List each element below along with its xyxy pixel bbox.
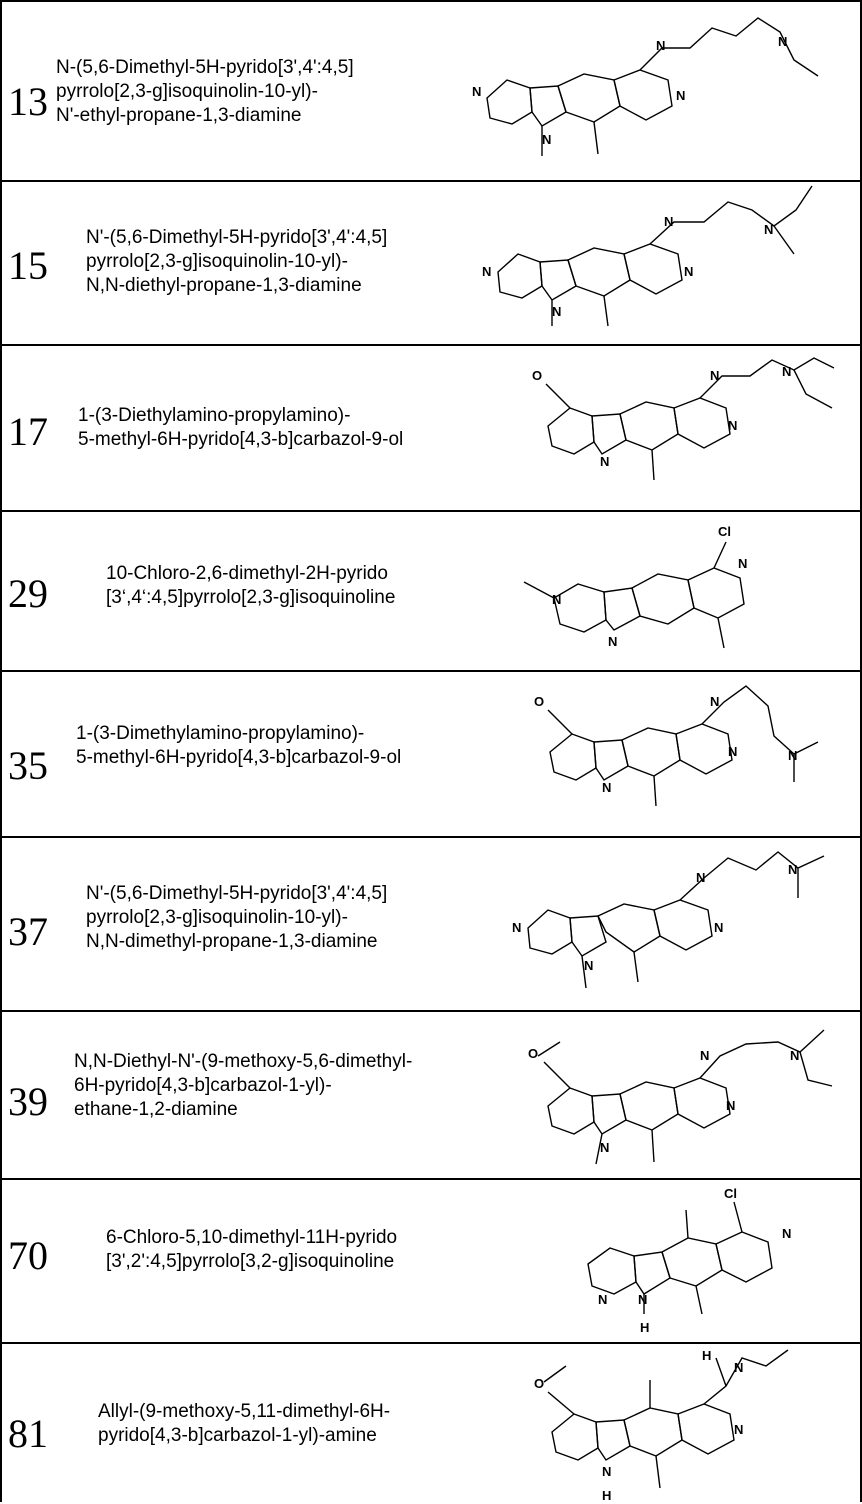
atom-label: N	[542, 132, 551, 147]
atom-label: N	[602, 1464, 611, 1479]
atom-label: N	[714, 920, 723, 935]
compound-number: 39	[8, 1079, 48, 1124]
atom-label: N	[764, 222, 773, 237]
atom-label: H	[602, 1488, 611, 1503]
compound-number: 81	[8, 1411, 48, 1456]
atom-label: N	[710, 368, 719, 383]
atom-label: N	[472, 84, 481, 99]
atom-label: N	[710, 694, 719, 709]
compound-number: 15	[8, 243, 48, 288]
atom-label: N	[700, 1048, 709, 1063]
atom-label: N	[552, 304, 561, 319]
atom-label: N	[782, 364, 791, 379]
atom-label: N	[638, 1292, 647, 1307]
compound-name: N,N-Diethyl-N'-(9-methoxy-5,6-dimethyl- …	[74, 1051, 413, 1120]
atom-label: N	[598, 1292, 607, 1307]
compound-row: 39 N,N-Diethyl-N'-(9-methoxy-5,6-dimethy…	[2, 1010, 860, 1178]
atom-label: O	[534, 1376, 544, 1391]
compound-row: 17 1-(3-Diethylamino-propylamino)- 5-met…	[2, 344, 860, 510]
atom-label: O	[528, 1046, 538, 1061]
atom-label: N	[512, 920, 521, 935]
compound-name: 1-(3-Dimethylamino-propylamino)- 5-methy…	[76, 723, 402, 768]
atom-label: N	[684, 264, 693, 279]
compound-name: 6-Chloro-5,10-dimethyl-11H-pyrido [3',2'…	[106, 1227, 398, 1272]
compound-number: 70	[8, 1233, 48, 1278]
compound-number: 37	[8, 909, 48, 954]
atom-label: N	[728, 744, 737, 759]
structure-diagram: N N N N N	[512, 851, 825, 989]
atom-label: N	[738, 556, 747, 571]
compound-number: 17	[8, 409, 48, 454]
atom-label: N	[676, 88, 685, 103]
atom-label: N	[584, 958, 593, 973]
compound-row: 35 1-(3-Dimethylamino-propylamino)- 5-me…	[2, 670, 860, 836]
structure-diagram: N N N N N	[482, 185, 813, 327]
structure-diagram: O H N N N H	[534, 1348, 789, 1503]
atom-label: N	[788, 862, 797, 877]
compound-name: Allyl-(9-methoxy-5,11-dimethyl-6H- pyrid…	[98, 1401, 391, 1446]
atom-label: N	[734, 1360, 743, 1375]
atom-label: Cl	[724, 1186, 737, 1201]
atom-label: N	[602, 780, 611, 795]
atom-label: N	[656, 38, 665, 53]
compound-name: N'-(5,6-Dimethyl-5H-pyrido[3',4':4,5] py…	[86, 227, 388, 296]
atom-label: N	[552, 592, 561, 607]
structure-diagram: O N N N N	[532, 357, 835, 481]
compound-row: 81 Allyl-(9-methoxy-5,11-dimethyl-6H- py…	[2, 1342, 860, 1503]
atom-label: N	[696, 870, 705, 885]
compound-number: 35	[8, 743, 48, 788]
atom-label: H	[640, 1320, 649, 1335]
atom-label: N	[782, 1226, 791, 1241]
compound-row: 15 N'-(5,6-Dimethyl-5H-pyrido[3',4':4,5]…	[2, 180, 860, 344]
atom-label: N	[728, 418, 737, 433]
compound-row: 13 N-(5,6-Dimethyl-5H-pyrido[3',4':4,5] …	[2, 0, 860, 180]
atom-label: N	[726, 1098, 735, 1113]
atom-label: N	[600, 1140, 609, 1155]
compound-row: 70 6-Chloro-5,10-dimethyl-11H-pyrido [3'…	[2, 1178, 860, 1342]
atom-label: H	[702, 1348, 711, 1363]
compound-name: N'-(5,6-Dimethyl-5H-pyrido[3',4':4,5] py…	[86, 883, 388, 952]
atom-label: O	[532, 368, 542, 383]
atom-label: N	[600, 454, 609, 469]
atom-label: O	[534, 694, 544, 709]
atom-label: N	[788, 748, 797, 763]
atom-label: N	[482, 264, 491, 279]
compound-name: N-(5,6-Dimethyl-5H-pyrido[3',4':4,5] pyr…	[56, 57, 354, 126]
structure-diagram: N N N N N	[472, 17, 819, 156]
atom-label: N	[608, 634, 617, 649]
compound-row: 37 N'-(5,6-Dimethyl-5H-pyrido[3',4':4,5]…	[2, 836, 860, 1010]
structure-diagram: O N N N N	[528, 1029, 833, 1165]
structure-diagram: N Cl N N	[523, 524, 747, 649]
atom-label: N	[734, 1422, 743, 1437]
compound-number: 13	[8, 79, 48, 124]
atom-label: N	[790, 1048, 799, 1063]
compound-number: 29	[8, 571, 48, 616]
structure-diagram: Cl N N N H	[587, 1186, 791, 1335]
atom-label: N	[664, 214, 673, 229]
compound-name: 1-(3-Diethylamino-propylamino)- 5-methyl…	[78, 405, 404, 450]
compound-name: 10-Chloro-2,6-dimethyl-2H-pyrido [3‘,4‘:…	[106, 563, 396, 608]
atom-label: N	[778, 34, 787, 49]
structure-diagram: O N N N N	[534, 685, 819, 807]
compound-row: 29 10-Chloro-2,6-dimethyl-2H-pyrido [3‘,…	[2, 510, 860, 670]
atom-label: Cl	[718, 524, 731, 539]
